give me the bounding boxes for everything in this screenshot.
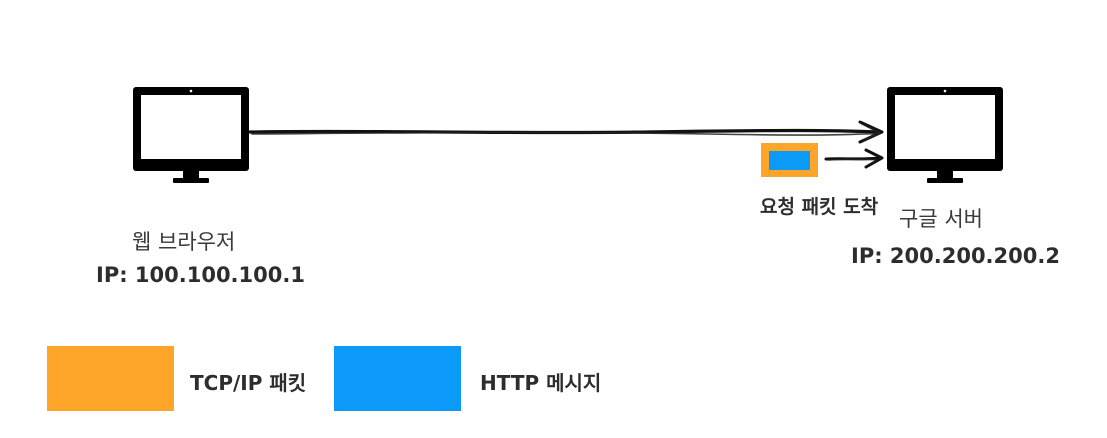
legend-http-swatch [334,346,461,411]
server-monitor-icon [887,87,1003,183]
legend-tcp-label: TCP/IP 패킷 [190,371,307,395]
legend-http-label: HTTP 메시지 [480,371,602,395]
tcp-ip-packet [761,143,818,177]
legend-tcp-swatch [47,346,174,411]
server-ip: IP: 200.200.200.2 [851,244,1060,268]
http-message-inner [769,151,810,170]
client-name: 웹 브라우저 [132,230,236,254]
server-name: 구글 서버 [899,207,983,231]
client-ip: IP: 100.100.100.1 [96,263,305,287]
packet-caption: 요청 패킷 도착 [760,196,879,218]
packet-arrow [824,148,884,169]
connection-arrow [248,120,884,144]
client-monitor-icon [133,87,249,183]
